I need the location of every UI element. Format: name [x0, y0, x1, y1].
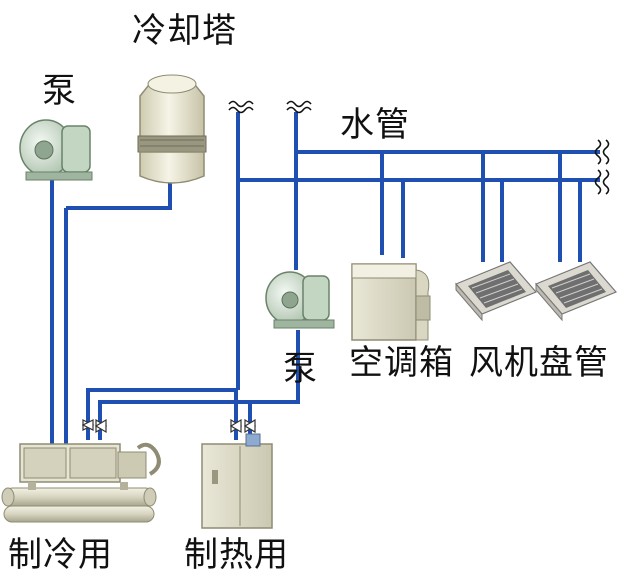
fan-coil-unit-1 [454, 261, 538, 322]
loop-return [86, 388, 238, 440]
chiller-unit [1, 442, 161, 523]
pump-middle-label: 泵 [283, 349, 318, 389]
pipe-break-marks [228, 100, 610, 195]
boiler-unit [201, 433, 273, 529]
cooling-tower-label: 冷却塔 [132, 11, 237, 51]
air-handler-label: 空调箱 [349, 343, 454, 383]
water-pipe-label: 水管 [340, 105, 410, 145]
valve-boiler-1 [229, 418, 243, 434]
chiller-label: 制冷用 [8, 535, 113, 575]
pump-left-label: 泵 [42, 71, 77, 111]
fan-coil-label: 风机盘管 [469, 343, 609, 383]
air-handler-unit [351, 263, 431, 341]
valves [81, 418, 257, 434]
condenser-pipe-b [64, 180, 172, 445]
valve-chiller-2 [94, 418, 108, 434]
fan-coil-unit-2 [534, 261, 618, 322]
valve-chiller-1 [81, 419, 95, 431]
pump2-discharge [98, 330, 300, 440]
valve-boiler-2 [243, 418, 257, 434]
cooling-tower [137, 74, 207, 184]
pump-middle [265, 271, 335, 329]
pump-left [19, 119, 93, 181]
boiler-label: 制热用 [184, 535, 289, 575]
